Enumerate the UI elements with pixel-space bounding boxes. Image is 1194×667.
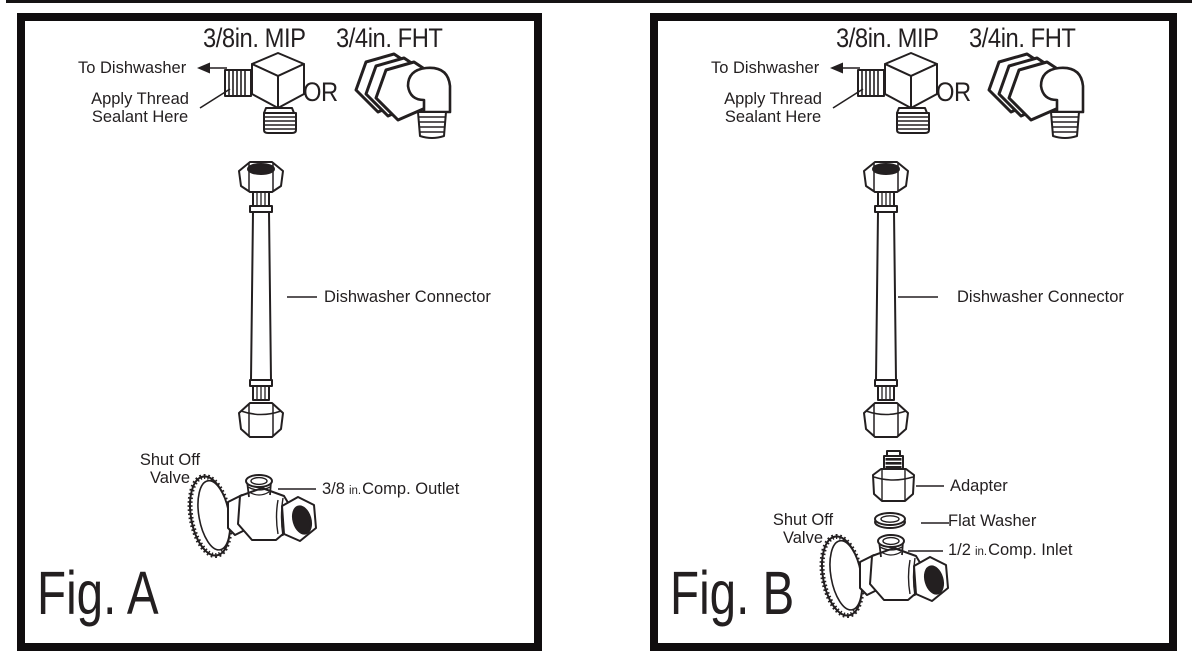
- outlet-unit: in.: [348, 485, 362, 497]
- sealant-leader-line: [832, 88, 864, 109]
- apply-sealant-label: Apply Thread Sealant Here: [84, 90, 196, 126]
- inlet-name: Comp. Inlet: [988, 541, 1073, 559]
- fig-b-artwork: [816, 52, 1085, 619]
- apply-sealant-line1: Apply Thread: [724, 90, 822, 108]
- flat-washer-label: Flat Washer: [948, 512, 1037, 530]
- dishwasher-connector-drawing: [863, 161, 909, 438]
- to-dishwasher-label: To Dishwasher: [711, 59, 820, 77]
- mip-elbow-fitting-drawing: [224, 52, 305, 134]
- shut-off-valve-label: Shut Off Valve: [768, 511, 838, 547]
- fht-elbow-fitting-drawing: [987, 52, 1085, 140]
- mip-elbow-fitting-drawing: [857, 52, 938, 134]
- fht-size-label: 3/4in. FHT: [336, 23, 443, 53]
- fig-a-caption: Fig. A: [37, 559, 159, 627]
- sealant-leader-line: [199, 88, 231, 109]
- inlet-size: 1/2: [948, 541, 971, 559]
- leader-lines: [830, 62, 949, 552]
- shut-off-valve-label: Shut Off Valve: [135, 451, 205, 487]
- to-dishwasher-arrow: [197, 62, 210, 74]
- or-label: OR: [303, 77, 338, 107]
- apply-sealant-line2: Sealant Here: [724, 108, 822, 127]
- dishwasher-connector-drawing: [238, 161, 284, 438]
- shut-off-line1: Shut Off: [139, 451, 201, 469]
- shut-off-line2: Valve: [782, 529, 824, 548]
- mip-size-label: 3/8in. MIP: [203, 23, 306, 53]
- outlet-size: 3/8: [322, 480, 345, 498]
- adapter-drawing: [872, 450, 915, 502]
- apply-sealant-label: Apply Thread Sealant Here: [717, 90, 829, 126]
- shut-off-line1: Shut Off: [772, 511, 834, 529]
- adapter-label: Adapter: [950, 477, 1008, 495]
- shut-off-line2: Valve: [149, 469, 191, 488]
- or-label: OR: [936, 77, 971, 107]
- fht-elbow-fitting-drawing: [354, 52, 452, 140]
- to-dishwasher-arrow: [830, 62, 843, 74]
- apply-sealant-line2: Sealant Here: [91, 108, 189, 127]
- fht-size-label: 3/4in. FHT: [969, 23, 1076, 53]
- apply-sealant-line1: Apply Thread: [91, 90, 189, 108]
- mip-size-label: 3/8in. MIP: [836, 23, 939, 53]
- leader-lines: [197, 62, 317, 490]
- dishwasher-connector-label: Dishwasher Connector: [324, 288, 491, 306]
- outlet-name: Comp. Outlet: [362, 480, 460, 498]
- top-edge-line: [6, 0, 1192, 3]
- fig-a-artwork: [184, 52, 452, 559]
- flat-washer-drawing: [874, 512, 906, 529]
- to-dishwasher-label: To Dishwasher: [78, 59, 187, 77]
- fig-b-caption: Fig. B: [670, 559, 795, 627]
- inlet-unit: in.: [974, 546, 988, 558]
- dishwasher-connector-label: Dishwasher Connector: [957, 288, 1124, 306]
